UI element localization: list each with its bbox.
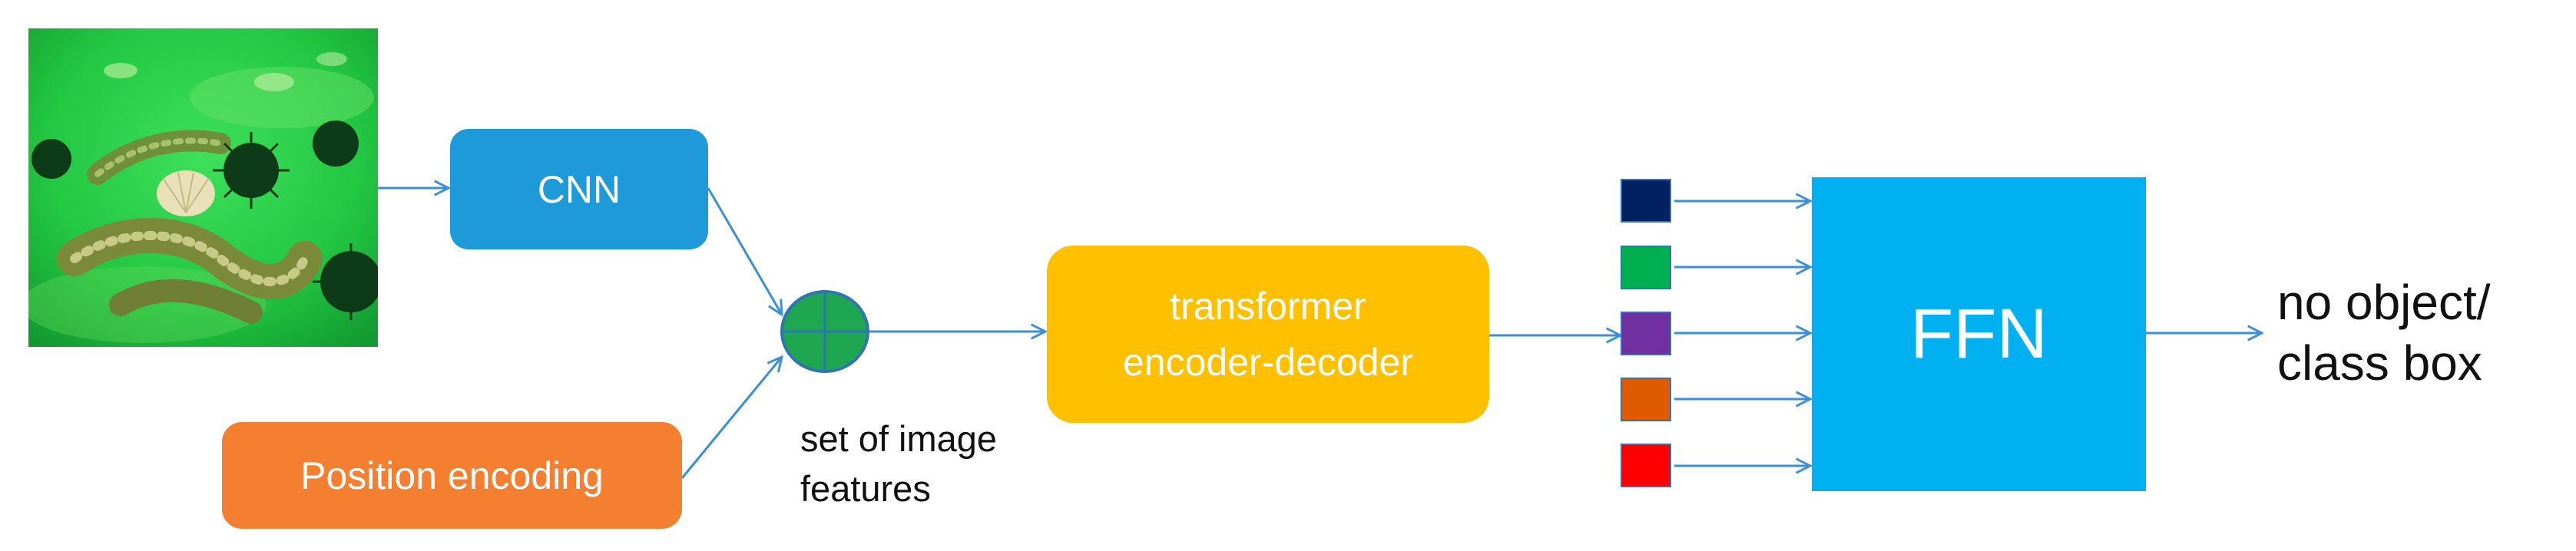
output-label: no object/ class box: [2277, 272, 2491, 394]
output-label-line1: no object/: [2277, 275, 2491, 330]
transformer-label-line1: transformer: [1170, 285, 1366, 328]
features-label-line1: set of image: [800, 418, 998, 459]
object-query-2: [1621, 246, 1671, 289]
sum-node-icon: [780, 290, 869, 373]
arrow-cnn-to-sum: [707, 187, 782, 315]
cnn-box: CNN: [450, 129, 708, 249]
transformer-label-line2: encoder-decoder: [1122, 340, 1414, 384]
output-label-line2: class box: [2277, 335, 2482, 391]
position-encoding-box: Position encoding: [222, 422, 682, 529]
ffn-label: FFN: [1910, 295, 2048, 373]
object-query-1: [1621, 179, 1671, 223]
arrow-pos-to-sum: [680, 357, 782, 479]
cnn-label: CNN: [537, 167, 621, 211]
features-label-line2: features: [800, 467, 931, 509]
image-features-label: set of image features: [800, 414, 997, 514]
position-encoding-label: Position encoding: [300, 454, 604, 497]
object-query-5: [1621, 444, 1671, 487]
underwater-photo: [28, 28, 378, 347]
ffn-box: FFN: [1812, 177, 2146, 491]
transformer-box: transformer encoder-decoder: [1047, 246, 1489, 423]
object-query-4: [1621, 378, 1671, 421]
object-query-3: [1621, 312, 1671, 355]
input-image: [28, 28, 378, 347]
